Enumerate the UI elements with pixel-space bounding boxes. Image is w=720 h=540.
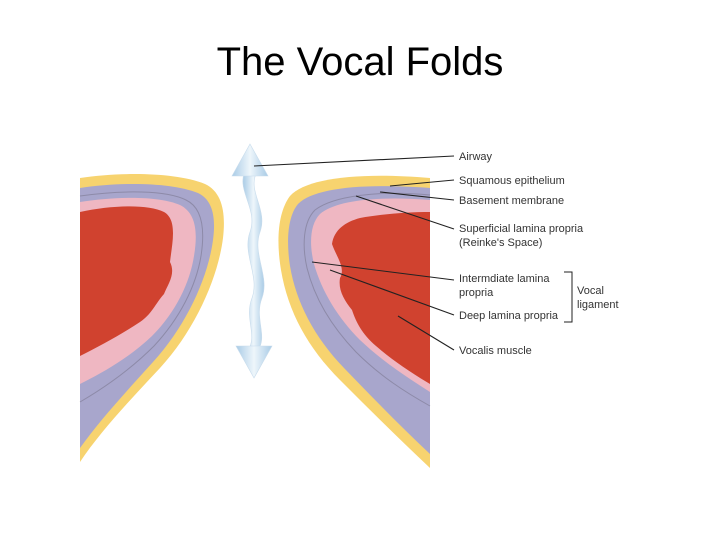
airway-arrow-head-up	[231, 143, 269, 177]
diagram-labels: Airway Squamous epithelium Basement memb…	[459, 151, 619, 357]
left-fold-ligament-line	[79, 191, 204, 403]
label-reinkes-space: (Reinke's Space)	[459, 237, 542, 249]
label-airway: Airway	[459, 151, 493, 163]
leader-basement-membrane	[379, 191, 455, 201]
leader-vocalis-muscle	[397, 315, 455, 351]
label-intermediate-lamina-propria-cont: propria	[459, 287, 494, 299]
slide-title: The Vocal Folds	[216, 40, 504, 84]
left-vocal-fold	[79, 174, 224, 462]
leader-deep-lamina	[329, 269, 455, 316]
label-basement-membrane: Basement membrane	[459, 195, 564, 207]
airway-arrow	[231, 143, 273, 379]
label-superficial-lamina-propria: Superficial lamina propria	[459, 223, 584, 235]
airway-arrow-head-down	[235, 345, 273, 379]
left-fold-muscle	[80, 206, 173, 356]
label-vocal-ligament-cont: ligament	[577, 299, 619, 311]
vocal-ligament-bracket	[564, 271, 573, 323]
label-vocalis-muscle: Vocalis muscle	[459, 345, 532, 357]
leader-superficial-lamina	[355, 195, 455, 230]
right-fold-ligament-line	[303, 192, 431, 407]
leader-squamous-epithelium	[389, 179, 455, 187]
leader-intermediate-lamina	[311, 261, 455, 281]
label-vocal-ligament: Vocal	[577, 285, 604, 297]
airway-arrow-shaft	[242, 173, 265, 351]
label-intermediate-lamina-propria: Intermdiate lamina	[459, 273, 550, 285]
right-fold-muscle	[332, 212, 430, 384]
leader-lines	[253, 155, 455, 351]
leader-airway	[253, 155, 455, 167]
label-squamous-epithelium: Squamous epithelium	[459, 175, 565, 187]
label-deep-lamina-propria: Deep lamina propria	[459, 310, 559, 322]
right-vocal-fold	[278, 175, 431, 468]
